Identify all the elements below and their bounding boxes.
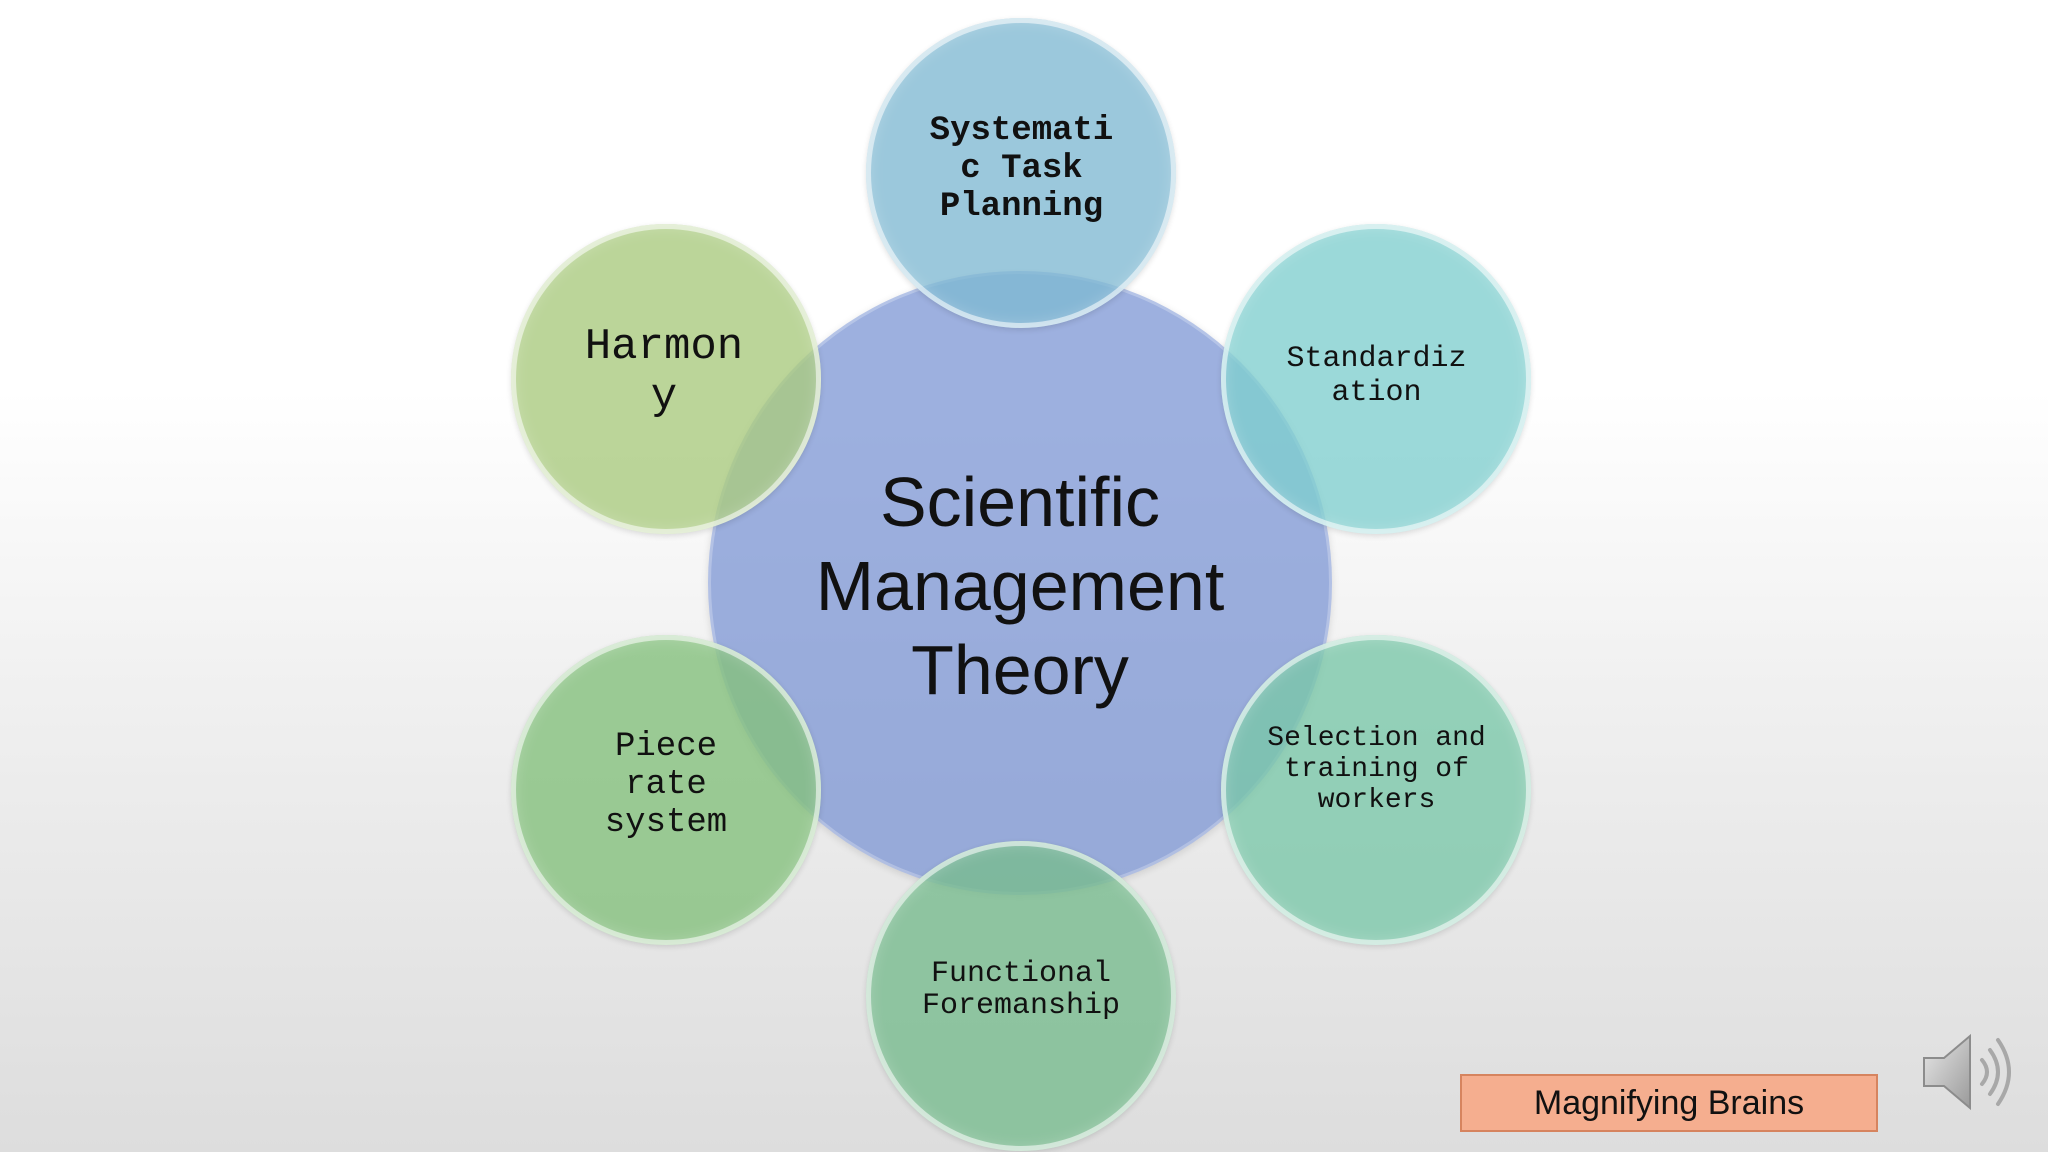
circle-systematic-task-planning bbox=[866, 18, 1176, 328]
label-selection-training: Selection and training of workers bbox=[1267, 723, 1486, 816]
label-functional-foremanship: Functional Foremanship bbox=[921, 957, 1121, 1023]
label-piece-rate-system: Piece rate system bbox=[604, 728, 728, 842]
circle-standardization bbox=[1221, 224, 1531, 534]
circle-harmony bbox=[511, 224, 821, 534]
circle-piece-rate-system bbox=[511, 635, 821, 945]
center-label: Scientific Management Theory bbox=[815, 463, 1225, 709]
brand-box: Magnifying Brains bbox=[1460, 1074, 1878, 1132]
circle-functional-foremanship bbox=[866, 841, 1176, 1151]
label-systematic-task-planning: Systemati c Task Planning bbox=[929, 112, 1114, 226]
speaker-icon[interactable] bbox=[1918, 1024, 2022, 1120]
brand-label: Magnifying Brains bbox=[1533, 1083, 1805, 1122]
circle-selection-training bbox=[1221, 635, 1531, 945]
label-harmony: Harmon y bbox=[584, 322, 744, 422]
label-standardization: Standardiz ation bbox=[1286, 342, 1467, 410]
